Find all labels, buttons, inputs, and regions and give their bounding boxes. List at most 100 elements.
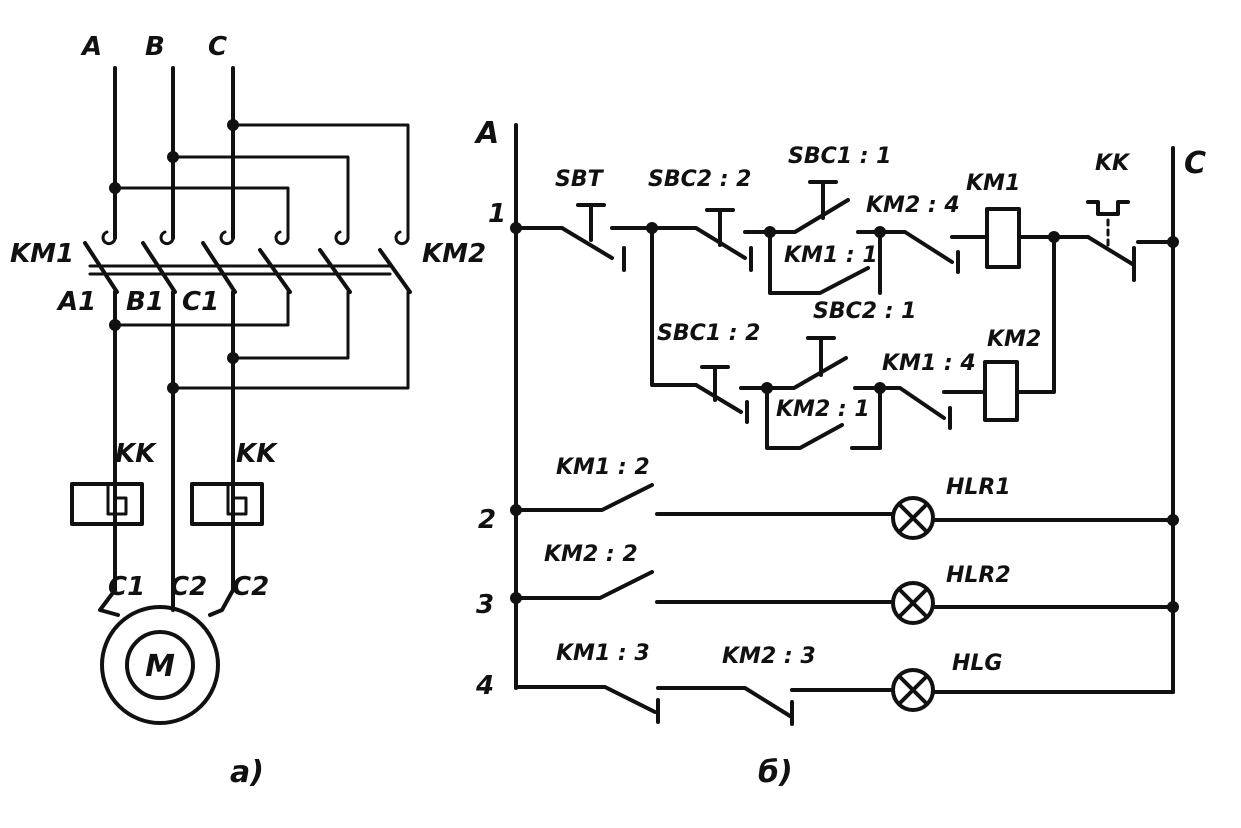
km2-blade-a <box>258 248 292 294</box>
caption-a: а) <box>230 755 264 790</box>
junction-dot <box>167 382 179 394</box>
sbt-label: SBT <box>555 167 605 192</box>
sbc2-1-actuator <box>806 336 836 377</box>
motor-outer <box>100 605 220 725</box>
sbt-contact <box>560 226 614 260</box>
km1-coil-label: KM1 <box>966 171 1020 196</box>
phase-b-to-km2 <box>171 155 350 240</box>
km2-out-b <box>231 290 350 360</box>
contact-terminal <box>394 230 410 246</box>
contact-terminal <box>219 230 235 246</box>
motor-inner <box>125 630 195 700</box>
kk-label: KK <box>1095 151 1131 176</box>
junction-dot <box>1167 236 1179 248</box>
contact-terminal <box>274 230 290 246</box>
lamp-hlg-cross <box>897 674 929 706</box>
bus-c-label: C <box>1184 146 1206 181</box>
motor-c2b-label: C2 <box>232 572 269 602</box>
sbc1-2-label: SBC1 : 2 <box>657 321 761 346</box>
km2-1-branch <box>850 386 882 450</box>
km2-out-c <box>171 290 410 390</box>
km2-4-label: KM2 : 4 <box>866 193 960 218</box>
sbt-actuator <box>576 203 606 242</box>
reverse-branch <box>650 226 698 387</box>
kk-left-label: KK <box>115 439 157 469</box>
junction-dot <box>167 151 179 163</box>
km1-4-label: KM1 : 4 <box>882 351 976 376</box>
row-4-label: 4 <box>475 671 494 701</box>
km2-coil <box>983 360 1019 422</box>
km1-1-label: KM1 : 1 <box>784 243 878 268</box>
row2-wire <box>514 483 654 512</box>
sbc1-2-actuator <box>700 365 730 402</box>
sbc1-2-contact <box>694 383 743 414</box>
lamp-hlr2 <box>891 581 935 625</box>
sbc1-1-label: SBC1 : 1 <box>788 144 892 169</box>
km2-1-label: KM2 : 1 <box>776 397 870 422</box>
kk-right-label: KK <box>236 439 278 469</box>
row-1-label: 1 <box>488 199 506 229</box>
lamp-hlr2-cross <box>897 587 929 619</box>
control-circuit: A C 1 2 3 4 SBT SBC2 : 2 SBC1 : 1 KM2 : … <box>474 116 1206 790</box>
km2-blade-c <box>378 248 412 294</box>
km2-1-branch <box>765 386 844 450</box>
contact-terminal <box>334 230 350 246</box>
km2-label: KM2 <box>422 239 486 269</box>
km1-label: KM1 <box>10 239 74 269</box>
junction-dot <box>227 352 239 364</box>
km1-4-contact <box>878 386 946 420</box>
km1-3-label: KM1 : 3 <box>556 641 650 666</box>
motor-c2a-label: C2 <box>170 572 207 602</box>
sbc2-2-actuator <box>705 208 735 247</box>
km1-coil <box>985 207 1021 269</box>
hlr2-label: HLR2 <box>946 563 1011 588</box>
km2-4-contact <box>878 230 954 264</box>
km2-blade-b <box>318 248 352 294</box>
motor-lead <box>98 588 120 617</box>
motor-lead <box>208 588 235 617</box>
hlr1-label: HLR1 <box>946 475 1011 500</box>
junction-dot <box>109 319 121 331</box>
km1-2-label: KM1 : 2 <box>556 455 650 480</box>
junction-dot <box>227 119 239 131</box>
thermal-element <box>226 482 248 516</box>
km2-out-a <box>113 290 290 327</box>
row-3-label: 3 <box>476 590 494 620</box>
row3-wire <box>514 570 654 600</box>
km2-2-label: KM2 : 2 <box>544 542 638 567</box>
phase-c-to-km2 <box>231 123 410 240</box>
sbc1-1-contact <box>768 198 850 234</box>
motor-c1-label: C1 <box>108 572 145 602</box>
km2-coil-label: KM2 <box>987 327 1041 352</box>
row4-wire <box>514 685 657 714</box>
contact-terminal <box>159 230 175 246</box>
sbc1-1-actuator <box>808 180 838 220</box>
kk-contact <box>1086 235 1136 267</box>
phase-b-label: B <box>145 32 165 62</box>
hlg-label: HLG <box>952 651 1003 676</box>
bus-a-label: A <box>474 116 499 151</box>
row4-wire <box>656 686 792 718</box>
junction-dot <box>1167 514 1179 526</box>
power-circuit: M A B C KM1 KM2 A1 B1 C1 KK KK C1 C2 C2 … <box>10 32 486 790</box>
row-2-label: 2 <box>478 505 496 535</box>
contact-terminal <box>101 230 117 246</box>
row1b-wire <box>1015 235 1056 394</box>
phase-a-to-km2 <box>113 186 290 240</box>
caption-b: б) <box>758 755 793 790</box>
a1-label: A1 <box>56 287 96 317</box>
sbc2-1-contact <box>765 356 848 390</box>
junction-dot <box>109 182 121 194</box>
kk-actuator <box>1086 200 1130 216</box>
phase-c-label: C <box>208 32 227 62</box>
km2-3-label: KM2 : 3 <box>722 644 816 669</box>
sbc2-1-label: SBC2 : 1 <box>813 299 917 324</box>
lamp-hlr1-cross <box>897 502 929 534</box>
km1-1-branch <box>768 230 870 295</box>
b1-label: B1 <box>126 287 164 317</box>
junction-dot <box>1167 601 1179 613</box>
sbc2-2-label: SBC2 : 2 <box>648 167 752 192</box>
thermal-element <box>106 482 128 516</box>
phase-a-label: A <box>80 32 102 62</box>
sbc2-2-contact <box>650 226 747 260</box>
